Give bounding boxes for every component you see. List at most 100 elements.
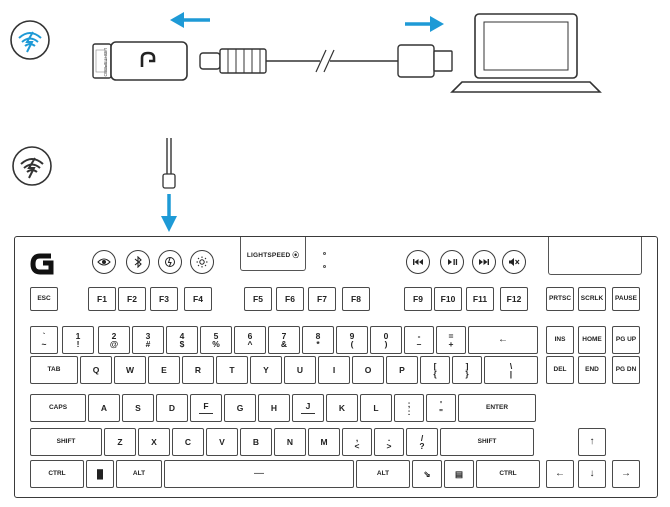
key-semicolon[interactable]: ;: — [394, 394, 424, 422]
key-f[interactable]: F — [190, 394, 222, 422]
key-2[interactable]: 2@ — [98, 326, 130, 354]
key-c[interactable]: C — [172, 428, 204, 456]
key-quote[interactable]: '" — [426, 394, 456, 422]
key-6[interactable]: 6^ — [234, 326, 266, 354]
key-tilde[interactable]: `~ — [30, 326, 58, 354]
key-e[interactable]: E — [148, 356, 180, 384]
key-8[interactable]: 8* — [302, 326, 334, 354]
key-f9[interactable]: F9 — [404, 287, 432, 311]
key-caps[interactable]: CAPS — [30, 394, 86, 422]
brightness-button[interactable] — [190, 250, 214, 274]
lightspeed-button[interactable] — [158, 250, 182, 274]
key-s[interactable]: S — [122, 394, 154, 422]
key-j[interactable]: J — [292, 394, 324, 422]
key-a[interactable]: A — [88, 394, 120, 422]
key-f10[interactable]: F10 — [434, 287, 462, 311]
key-label-bottom: @ — [109, 339, 119, 349]
key-t[interactable]: T — [216, 356, 248, 384]
key-label: F3 — [159, 294, 169, 304]
next-track-button[interactable] — [472, 250, 496, 274]
key-h[interactable]: H — [258, 394, 290, 422]
key-tab[interactable]: TAB — [30, 356, 78, 384]
key-f8[interactable]: F8 — [342, 287, 370, 311]
key-backslash[interactable]: \| — [484, 356, 538, 384]
key-x[interactable]: X — [138, 428, 170, 456]
key-end[interactable]: END — [578, 356, 606, 384]
key-4[interactable]: 4$ — [166, 326, 198, 354]
key-f2[interactable]: F2 — [118, 287, 146, 311]
key-f6[interactable]: F6 — [276, 287, 304, 311]
key-minus[interactable]: -– — [404, 326, 434, 354]
key-u[interactable]: U — [284, 356, 316, 384]
key-k[interactable]: K — [326, 394, 358, 422]
key-q[interactable]: Q — [80, 356, 112, 384]
key-o[interactable]: O — [352, 356, 384, 384]
mute-button[interactable] — [502, 250, 526, 274]
key-w[interactable]: W — [114, 356, 146, 384]
key-del[interactable]: DEL — [546, 356, 574, 384]
key-p[interactable]: P — [386, 356, 418, 384]
key-pause[interactable]: PAUSE — [612, 287, 640, 311]
key-f4[interactable]: F4 — [184, 287, 212, 311]
key-lshift[interactable]: SHIFT — [30, 428, 102, 456]
key-7[interactable]: 7& — [268, 326, 300, 354]
key-ins[interactable]: INS — [546, 326, 574, 354]
key-space[interactable]: — — [164, 460, 354, 488]
play-pause-button[interactable] — [440, 250, 464, 274]
bluetooth-button[interactable] — [126, 250, 150, 274]
key-0[interactable]: 0) — [370, 326, 402, 354]
key-m[interactable]: M — [308, 428, 340, 456]
key-f3[interactable]: F3 — [150, 287, 178, 311]
key-right[interactable]: → — [612, 460, 640, 488]
key-label-top: SHIFT — [56, 438, 76, 445]
key-9[interactable]: 9( — [336, 326, 368, 354]
key-f1[interactable]: F1 — [88, 287, 116, 311]
key-rctrl[interactable]: CTRL — [476, 460, 540, 488]
key-f7[interactable]: F7 — [308, 287, 336, 311]
key-down[interactable]: ↓ — [578, 460, 606, 488]
key-v[interactable]: V — [206, 428, 238, 456]
key-l[interactable]: L — [360, 394, 392, 422]
key-rbracket[interactable]: ]} — [452, 356, 482, 384]
key-3[interactable]: 3# — [132, 326, 164, 354]
key-d[interactable]: D — [156, 394, 188, 422]
key-period[interactable]: .> — [374, 428, 404, 456]
key-pgup[interactable]: PG UP — [612, 326, 640, 354]
key-pgdn[interactable]: PG DN — [612, 356, 640, 384]
key-i[interactable]: I — [318, 356, 350, 384]
key-lctrl[interactable]: CTRL — [30, 460, 84, 488]
game-mode-button[interactable] — [92, 250, 116, 274]
key-menu[interactable]: ▤ — [444, 460, 474, 488]
key-label-top: E — [161, 365, 167, 375]
key-win[interactable]: ▐▌ — [86, 460, 114, 488]
key-lbracket[interactable]: [{ — [420, 356, 450, 384]
key-equals[interactable]: =+ — [436, 326, 466, 354]
key-f11[interactable]: F11 — [466, 287, 494, 311]
key-f5[interactable]: F5 — [244, 287, 272, 311]
key-enter[interactable]: ENTER — [458, 394, 536, 422]
key-label-top: ALT — [376, 470, 390, 477]
key-fn[interactable]: ⇘ — [412, 460, 442, 488]
key-home[interactable]: HOME — [578, 326, 606, 354]
key-r[interactable]: R — [182, 356, 214, 384]
key-ralt[interactable]: ALT — [356, 460, 410, 488]
key-comma[interactable]: ,< — [342, 428, 372, 456]
key-backspace[interactable]: ← — [468, 326, 538, 354]
previous-track-button[interactable] — [406, 250, 430, 274]
key-b[interactable]: B — [240, 428, 272, 456]
key-scrlk[interactable]: SCRLK — [578, 287, 606, 311]
key-slash[interactable]: /? — [406, 428, 438, 456]
key-1[interactable]: 1! — [62, 326, 94, 354]
key-g[interactable]: G — [224, 394, 256, 422]
key-esc[interactable]: ESC — [30, 287, 58, 311]
key-left[interactable]: ← — [546, 460, 574, 488]
key-prtsc[interactable]: PRTSC — [546, 287, 574, 311]
key-z[interactable]: Z — [104, 428, 136, 456]
key-5[interactable]: 5% — [200, 326, 232, 354]
key-up[interactable]: ↑ — [578, 428, 606, 456]
key-y[interactable]: Y — [250, 356, 282, 384]
key-n[interactable]: N — [274, 428, 306, 456]
key-f12[interactable]: F12 — [500, 287, 528, 311]
key-lalt[interactable]: ALT — [116, 460, 162, 488]
key-rshift[interactable]: SHIFT — [440, 428, 534, 456]
